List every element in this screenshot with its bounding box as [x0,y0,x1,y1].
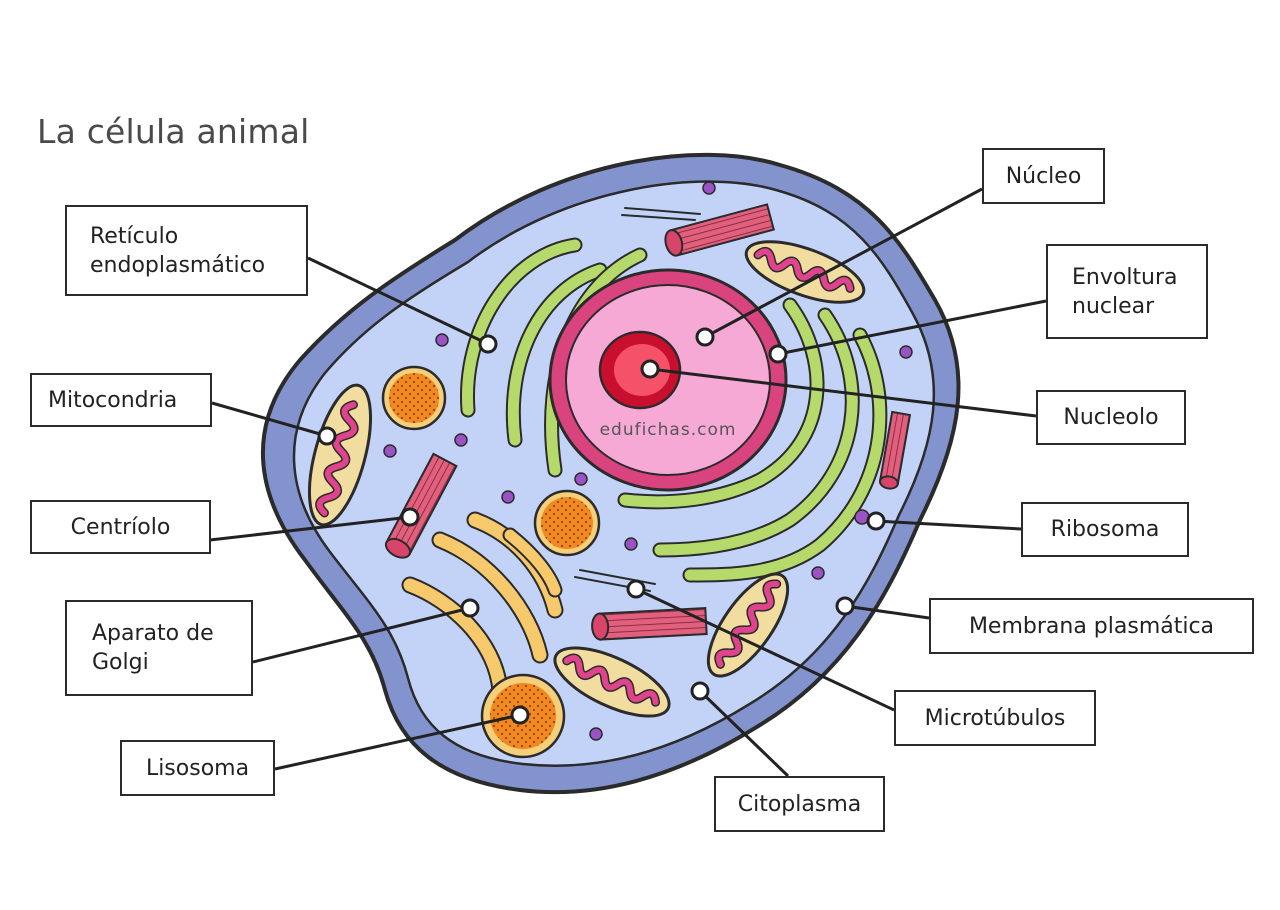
mitochondrion [553,646,671,718]
label-membrana-plasmatica: Membrana plasmática [929,598,1254,654]
label-aparato-de-golgi: Aparato de Golgi [65,600,253,696]
centriole [384,452,458,559]
mitochondrion [706,572,790,678]
label-text: Centríolo [70,514,171,540]
label-centriolo: Centríolo [30,500,211,554]
pointer-dot [626,579,646,599]
pointer-dot [866,511,886,531]
endoplasmic-reticulum-right [617,297,888,583]
golgi-apparatus [401,511,564,699]
label-nucleolo: Nucleolo [1036,390,1186,445]
pointer-dot [835,596,855,616]
label-text: Ribosoma [1050,517,1160,542]
label-lisosoma: Lisosoma [120,740,275,796]
label-text: Membrana plasmática [968,613,1215,639]
label-microtubulos: Microtúbulos [894,690,1096,746]
mitochondrion [307,383,373,527]
pointer-dot [510,705,530,725]
label-mitocondria: Mitocondria [30,373,212,427]
page-title: La célula animal [37,112,310,151]
pointer-dot [690,681,710,701]
label-citoplasma: Citoplasma [714,776,885,832]
label-text: Microtúbulos [924,705,1066,731]
lysosome [533,489,601,557]
pointer-dots [317,327,886,725]
pointer-dot [478,334,498,354]
label-reticulo-endoplasmatico: Retículo endoplasmático [65,205,308,296]
leader-lines [209,187,1047,778]
pointer-dot [640,359,660,379]
lysosome [381,365,447,431]
label-line: Aparato de [92,621,214,646]
label-text: Núcleo [1005,163,1082,189]
label-ribosoma: Ribosoma [1021,502,1189,557]
pointer-dot [768,344,788,364]
label-text: Nucleolo [1063,405,1159,430]
label-line: Golgi [92,650,149,675]
watermark: edufichas.com [600,420,737,440]
pointer-dot [460,598,480,618]
centriole [664,203,776,257]
centriole [878,410,912,490]
label-line: endoplasmático [90,252,266,278]
pointer-dot [695,327,715,347]
mitochondrion [744,240,866,304]
label-text: Lisosoma [145,755,250,781]
label-envoltura-nuclear: Envoltura nuclear [1046,244,1208,339]
label-line: Retículo [90,223,179,249]
pointer-dot [400,507,420,527]
label-nucleo: Núcleo [982,148,1105,204]
ribosomes [383,181,913,741]
label-line: Envoltura [1072,264,1178,290]
pointer-dot [317,426,337,446]
label-text: Citoplasma [737,791,862,817]
label-line: nuclear [1072,293,1155,319]
label-text: Mitocondria [48,387,178,413]
